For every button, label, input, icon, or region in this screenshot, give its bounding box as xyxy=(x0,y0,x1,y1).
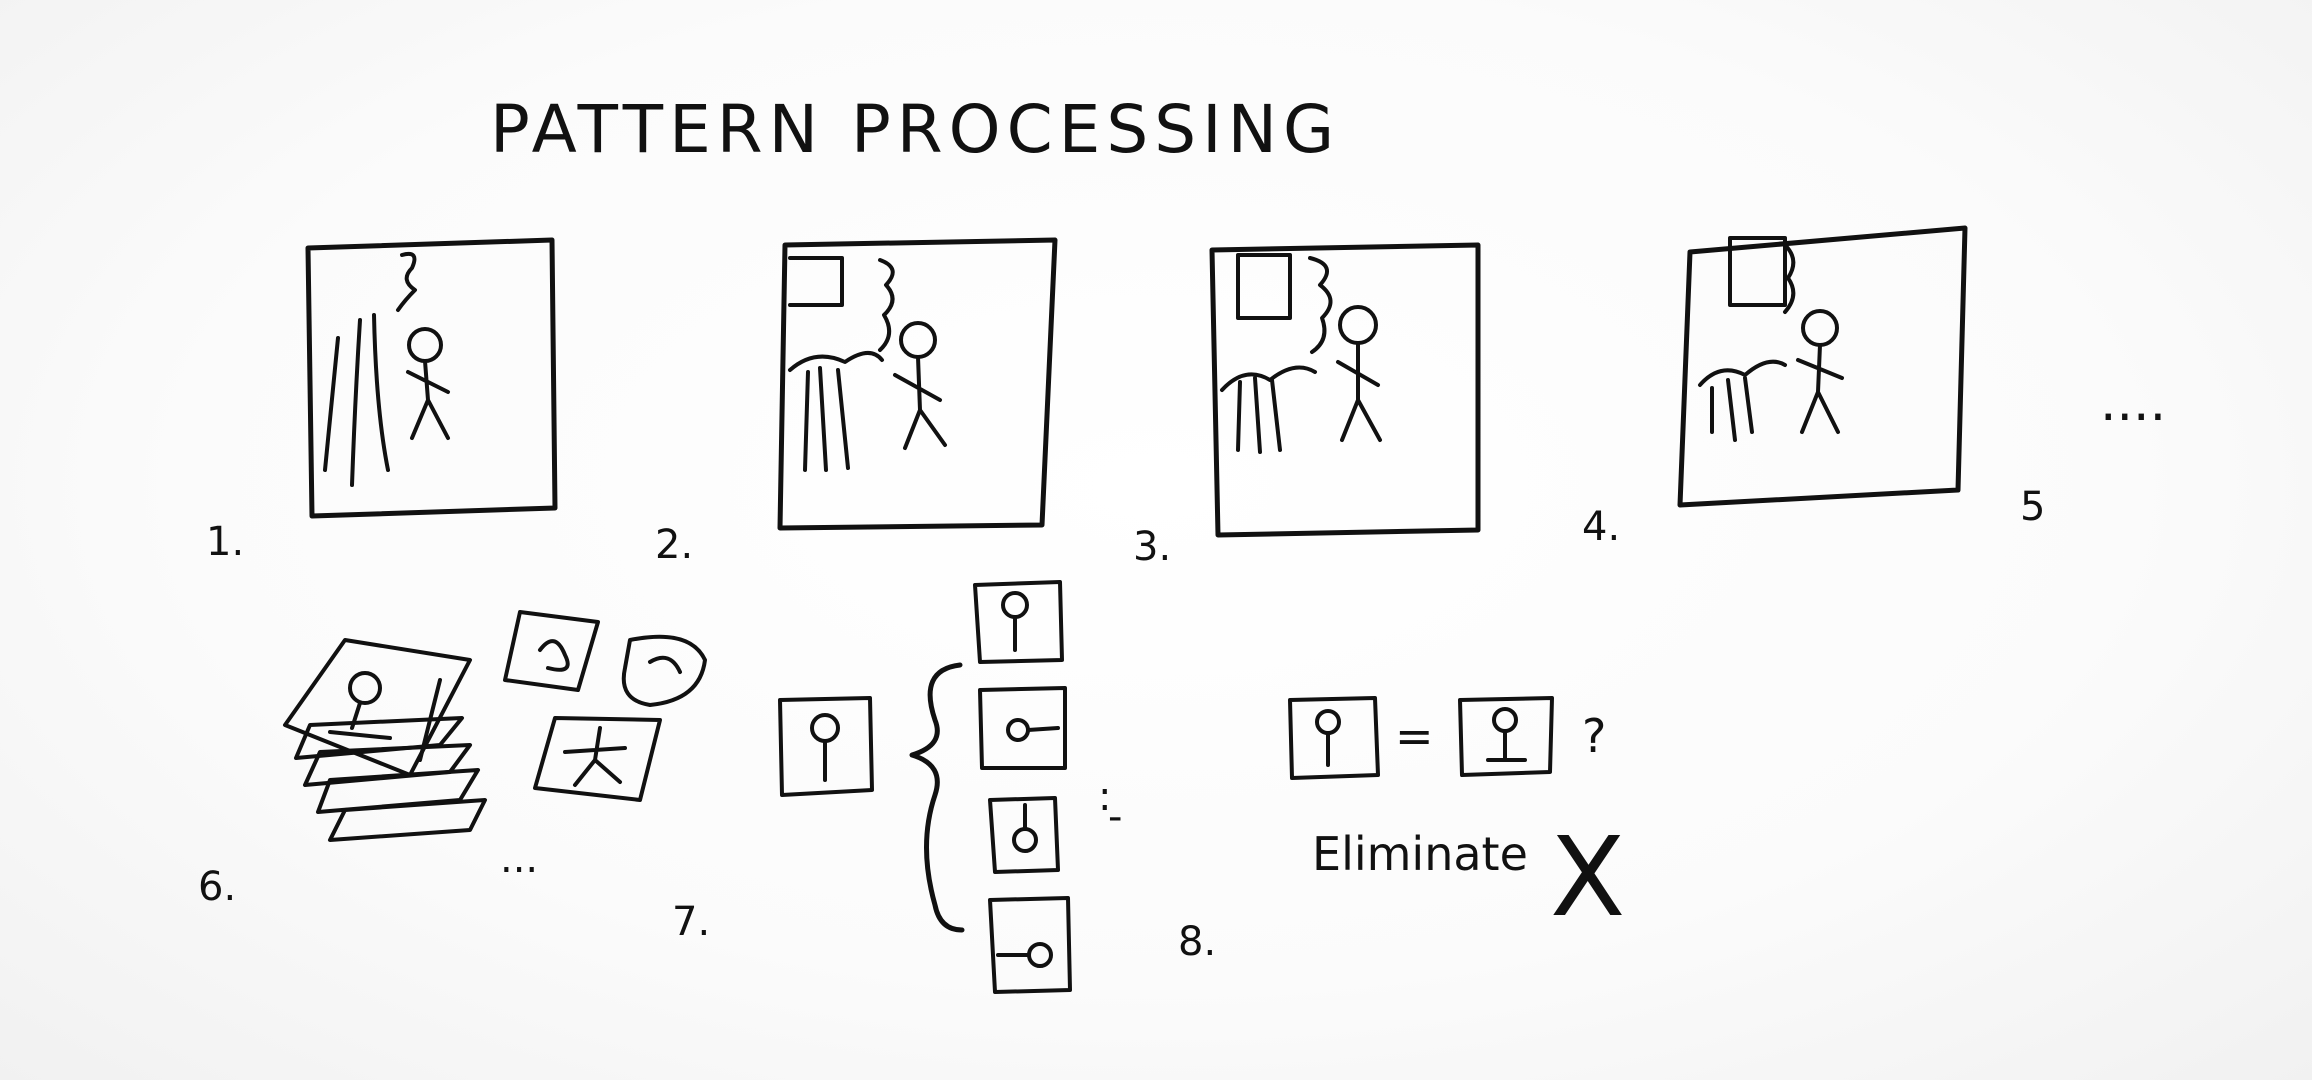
comparison-ellipsis: : xyxy=(1098,774,1111,820)
pieces-pile xyxy=(283,610,707,842)
sketch-title: PATTERN PROCESSING xyxy=(490,91,1340,168)
frame-1-label: 1. xyxy=(206,519,244,565)
comparison-label: 7. xyxy=(672,899,710,945)
frame-3 xyxy=(1209,242,1481,538)
pile-label: 6. xyxy=(198,864,236,910)
comparison-dash: - xyxy=(1108,794,1122,840)
frame-2-label: 2. xyxy=(655,522,693,568)
match-group xyxy=(1288,696,1554,780)
pile-ellipsis: ... xyxy=(500,836,538,882)
eliminate-x-mark: X xyxy=(1550,813,1625,941)
match-label: 8. xyxy=(1178,919,1216,965)
frame-4-label: 4. xyxy=(1582,504,1620,550)
frame-3-label: 3. xyxy=(1133,524,1171,570)
frame-2 xyxy=(777,237,1058,531)
frame-5-label: 5 xyxy=(2020,484,2045,530)
comparison-group xyxy=(778,580,1072,994)
question-mark: ? xyxy=(1582,709,1606,763)
frame-4 xyxy=(1677,225,1968,508)
frame-1 xyxy=(305,237,558,519)
continuation-dots: .... xyxy=(2100,373,2166,433)
equals-sign: = xyxy=(1395,709,1434,763)
eliminate-text: Eliminate xyxy=(1312,827,1528,881)
